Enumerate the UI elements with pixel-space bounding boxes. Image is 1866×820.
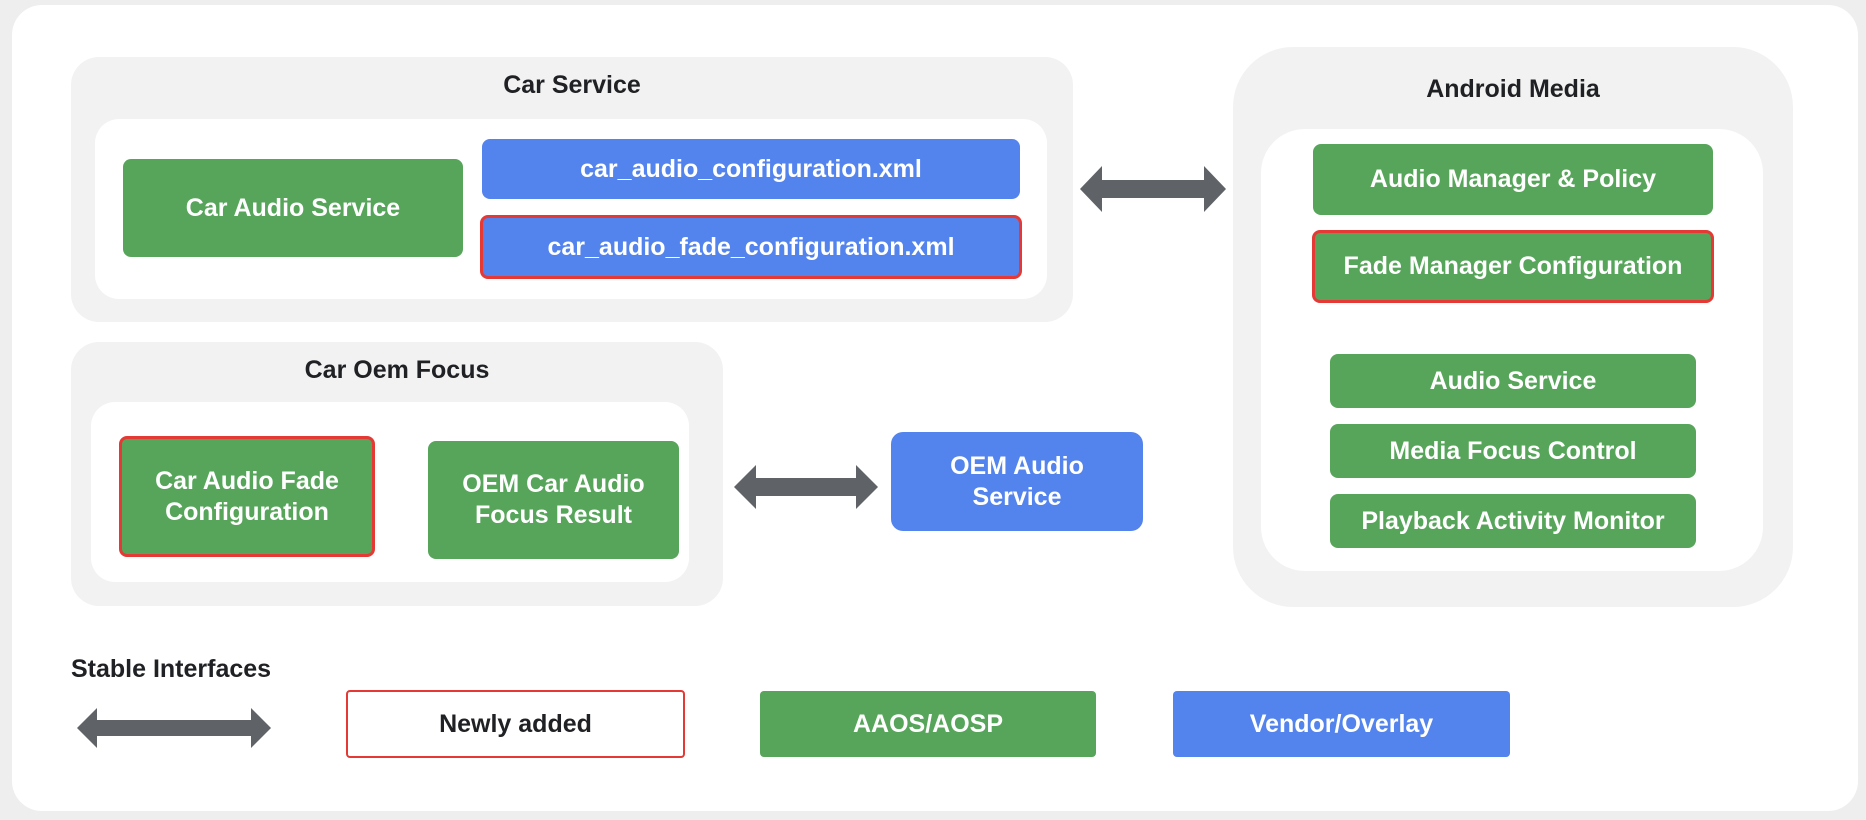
android-media-title: Android Media (1426, 75, 1600, 103)
car-audio-configuration-xml-box: car_audio_configuration.xml (482, 139, 1020, 199)
legend-newly-added: Newly added (346, 690, 685, 758)
audio-service-box: Audio Service (1330, 354, 1696, 408)
legend-vendor-overlay: Vendor/Overlay (1173, 691, 1510, 757)
car-audio-fade-configuration-box: Car Audio Fade Configuration (119, 436, 375, 557)
playback-activity-monitor-box: Playback Activity Monitor (1330, 494, 1696, 548)
legend-stable-interface-arrow (77, 708, 271, 748)
car-audio-service-box: Car Audio Service (123, 159, 463, 257)
car-audio-fade-configuration-xml-box: car_audio_fade_configuration.xml (480, 215, 1022, 279)
oem-audio-service-box: OEM Audio Service (891, 432, 1143, 531)
oem-focus-oem-service-arrow (734, 465, 878, 509)
fade-manager-configuration-box: Fade Manager Configuration (1312, 230, 1714, 303)
audio-manager-policy-box: Audio Manager & Policy (1313, 144, 1713, 215)
car-service-title: Car Service (503, 71, 641, 99)
legend-aaos-aosp: AAOS/AOSP (760, 691, 1096, 757)
car-oem-focus-title: Car Oem Focus (304, 356, 490, 384)
car-service-android-media-arrow (1080, 166, 1226, 212)
media-focus-control-box: Media Focus Control (1330, 424, 1696, 478)
legend-stable-interfaces-label: Stable Interfaces (71, 655, 272, 683)
oem-car-audio-focus-result-box: OEM Car Audio Focus Result (428, 441, 679, 559)
